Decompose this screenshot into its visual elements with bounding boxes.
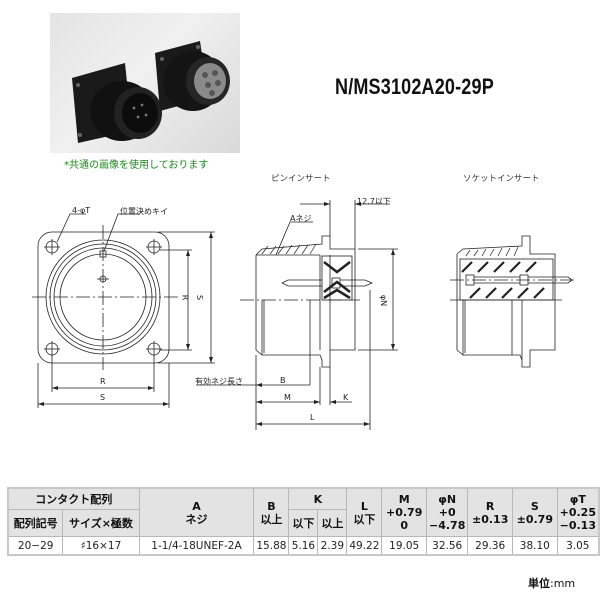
photo-caption: *共通の画像を使用しております — [64, 160, 209, 171]
header-k: K — [288, 487, 348, 510]
cell-n: 32.56 — [425, 536, 469, 556]
header-t: φT+0.25−0.13 — [556, 487, 600, 537]
effective-thread-label: 有効ネジ長さ — [195, 377, 243, 386]
unit-note: 単位:mm — [528, 575, 575, 591]
connector-photo-illustration — [72, 41, 230, 143]
hole-label: 4-φT — [72, 206, 91, 215]
technical-drawing — [32, 200, 575, 430]
cell-b: 15.88 — [253, 536, 290, 556]
dim-s-horizontal: S — [100, 393, 106, 402]
cell-r: 29.36 — [467, 536, 513, 556]
header-s: S±0.79 — [511, 487, 558, 537]
header-r: R±0.13 — [467, 487, 513, 537]
cell-t: 3.05 — [556, 536, 600, 556]
cell-size: ♯16×17 — [62, 536, 140, 556]
header-code: 配列記号 — [7, 509, 64, 537]
cell-l: 49.22 — [346, 536, 383, 556]
dim-s-vertical: S — [195, 294, 205, 301]
header-n: φN+0−4.78 — [425, 487, 469, 537]
dim-n: φN — [379, 294, 389, 307]
product-photo — [50, 13, 240, 153]
dim-k: K — [343, 393, 349, 402]
key-label: 位置決めキイ — [120, 207, 168, 216]
contact-arrangement-header: コンタクト配列 — [7, 487, 140, 510]
dim-r-horizontal: R — [100, 377, 106, 386]
max-length-label: 12.7以下 — [357, 197, 391, 206]
pin-insert-label: ピンインサート — [271, 174, 331, 184]
socket-insert-label: ソケットインサート — [463, 174, 540, 184]
thread-label: Aネジ — [290, 214, 312, 223]
dim-r-vertical: R — [180, 294, 190, 301]
header-k-min: 以上 — [317, 509, 348, 537]
cell-k-max: 5.16 — [288, 536, 319, 556]
cell-a: 1-1/4-18UNEF-2A — [138, 536, 255, 556]
dim-l: L — [310, 413, 315, 422]
dim-b: B — [280, 376, 286, 385]
table-row: 20−29 ♯16×17 1-1/4-18UNEF-2A 15.88 5.16 … — [7, 536, 600, 556]
header-k-max: 以下 — [288, 509, 319, 537]
product-title: N/MS3102A20-29P — [335, 74, 494, 99]
unit-label: 単位 — [528, 577, 550, 590]
header-size: サイズ×極数 — [62, 509, 140, 537]
unit-value: :mm — [550, 577, 576, 590]
cell-code: 20−29 — [7, 536, 64, 556]
cell-m: 19.05 — [381, 536, 427, 556]
cell-s: 38.10 — [511, 536, 558, 556]
dim-m: M — [284, 393, 291, 402]
cell-k-min: 2.39 — [317, 536, 348, 556]
